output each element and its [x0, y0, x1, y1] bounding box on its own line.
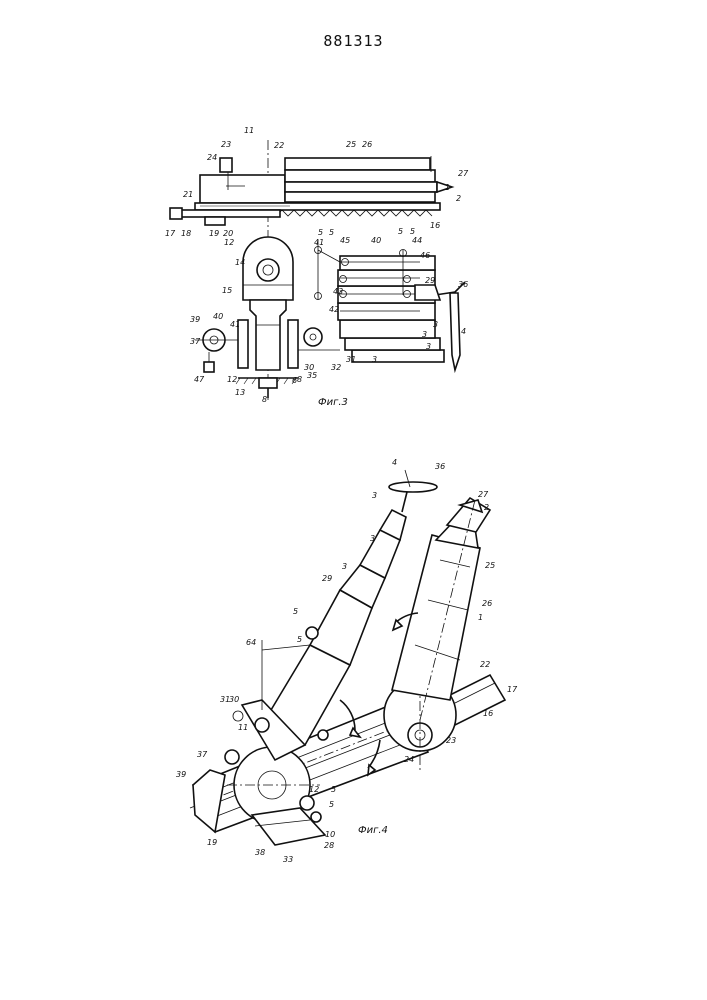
fig3-part-label: 27: [458, 169, 469, 178]
fig3-part-label: 19: [209, 229, 219, 238]
fig4-part-label: 29: [322, 574, 332, 583]
fig4-part-label: 28: [324, 841, 334, 850]
fig3-part-label: 41: [314, 238, 324, 247]
fig3-part-label: 8: [297, 375, 302, 384]
fig3-part-label: 29: [425, 276, 435, 285]
fig3-part-label: 4: [461, 327, 466, 336]
fig3-part-label: 15: [222, 286, 232, 295]
fig3-part-label: 32: [331, 363, 341, 372]
fig3-part-label: 14: [235, 258, 245, 267]
fig3-part-label: 3: [422, 330, 427, 339]
fig4-part-label: 3: [372, 491, 377, 500]
fig4-part-label: 38: [255, 848, 265, 857]
fig4-part-label: 10: [325, 830, 335, 839]
fig3-part-label: 44: [412, 236, 422, 245]
fig4-part-label: 5: [297, 635, 302, 644]
fig3-part-label: 41: [230, 320, 240, 329]
fig3-part-label: 5: [318, 228, 323, 237]
fig4-part-label: 12: [309, 785, 319, 794]
fig3-part-label: 40: [371, 236, 381, 245]
fig4-part-label: 25: [485, 561, 495, 570]
fig3-part-label: 47: [194, 375, 205, 384]
fig4-part-label: 5: [331, 785, 336, 794]
fig3-part-label: 26: [362, 140, 372, 149]
fig4-part-label: 16: [483, 709, 493, 718]
fig3-part-label: 3: [372, 355, 377, 364]
fig3-part-label: 3: [433, 320, 438, 329]
fig4-part-label: 4: [392, 458, 397, 467]
fig3-part-label: 12: [227, 375, 237, 384]
figure-3: [170, 140, 465, 400]
fig3-part-label: 40: [213, 312, 223, 321]
fig3-part-label: 24: [207, 153, 217, 162]
fig3-part-label: 5: [410, 227, 415, 236]
fig4-part-label: 30: [229, 695, 239, 704]
fig3-part-label: 42: [329, 305, 339, 314]
fig3-caption: Фиг.3: [318, 397, 348, 408]
fig4-part-label: 33: [283, 855, 293, 864]
fig3-part-label: 3: [426, 342, 431, 351]
fig3-part-label: 1: [445, 183, 450, 192]
fig4-caption: Фиг.4: [358, 825, 388, 836]
fig4-part-label: 3: [370, 534, 375, 543]
fig3-part-label: 11: [244, 126, 254, 135]
fig3-part-label: 37: [190, 337, 201, 346]
fig3-part-label: 45: [340, 236, 350, 245]
fig3-part-label: 12: [224, 238, 234, 247]
fig4-part-label: 5: [329, 800, 334, 809]
fig4-part-label: 36: [435, 462, 445, 471]
fig4-part-label: 24: [404, 755, 414, 764]
fig3-part-label: 20: [223, 229, 233, 238]
fig4-part-label: 27: [478, 490, 489, 499]
fig3-part-label: 31: [346, 355, 356, 364]
figure-4: [190, 470, 505, 845]
fig3-part-label: 23: [221, 140, 231, 149]
fig4-part-label: 64: [246, 638, 256, 647]
fig4-part-label: 11: [238, 723, 248, 732]
fig3-part-label: 22: [274, 141, 284, 150]
fig3-part-label: 18: [181, 229, 191, 238]
fig3-part-label: 5: [398, 227, 403, 236]
fig3-part-label: 2: [456, 194, 461, 203]
fig3-part-label: 39: [190, 315, 200, 324]
fig3-part-label: 35: [307, 371, 317, 380]
fig3-part-label: 8: [262, 395, 267, 404]
fig4-part-label: 3: [342, 562, 347, 571]
fig3-part-label: 16: [430, 221, 440, 230]
fig4-part-label: 39: [176, 770, 186, 779]
fig3-part-label: 43: [333, 287, 343, 296]
fig3-part-label: 46: [420, 251, 430, 260]
fig4-part-label: 22: [480, 660, 490, 669]
fig4-part-label: 2: [484, 503, 489, 512]
fig4-part-label: 23: [446, 736, 456, 745]
fig4-part-label: 17: [507, 685, 518, 694]
fig4-part-label: 5: [293, 607, 298, 616]
fig4-part-label: 19: [207, 838, 217, 847]
fig4-part-label: 26: [482, 599, 492, 608]
fig3-part-label: 25: [346, 140, 356, 149]
fig3-part-label: 13: [235, 388, 245, 397]
fig4-part-label: 37: [197, 750, 208, 759]
fig3-part-label: 21: [183, 190, 193, 199]
fig3-part-label: 36: [458, 280, 468, 289]
fig3-part-label: 5: [329, 228, 334, 237]
fig3-part-label: 17: [165, 229, 176, 238]
fig4-part-label: 1: [478, 613, 483, 622]
